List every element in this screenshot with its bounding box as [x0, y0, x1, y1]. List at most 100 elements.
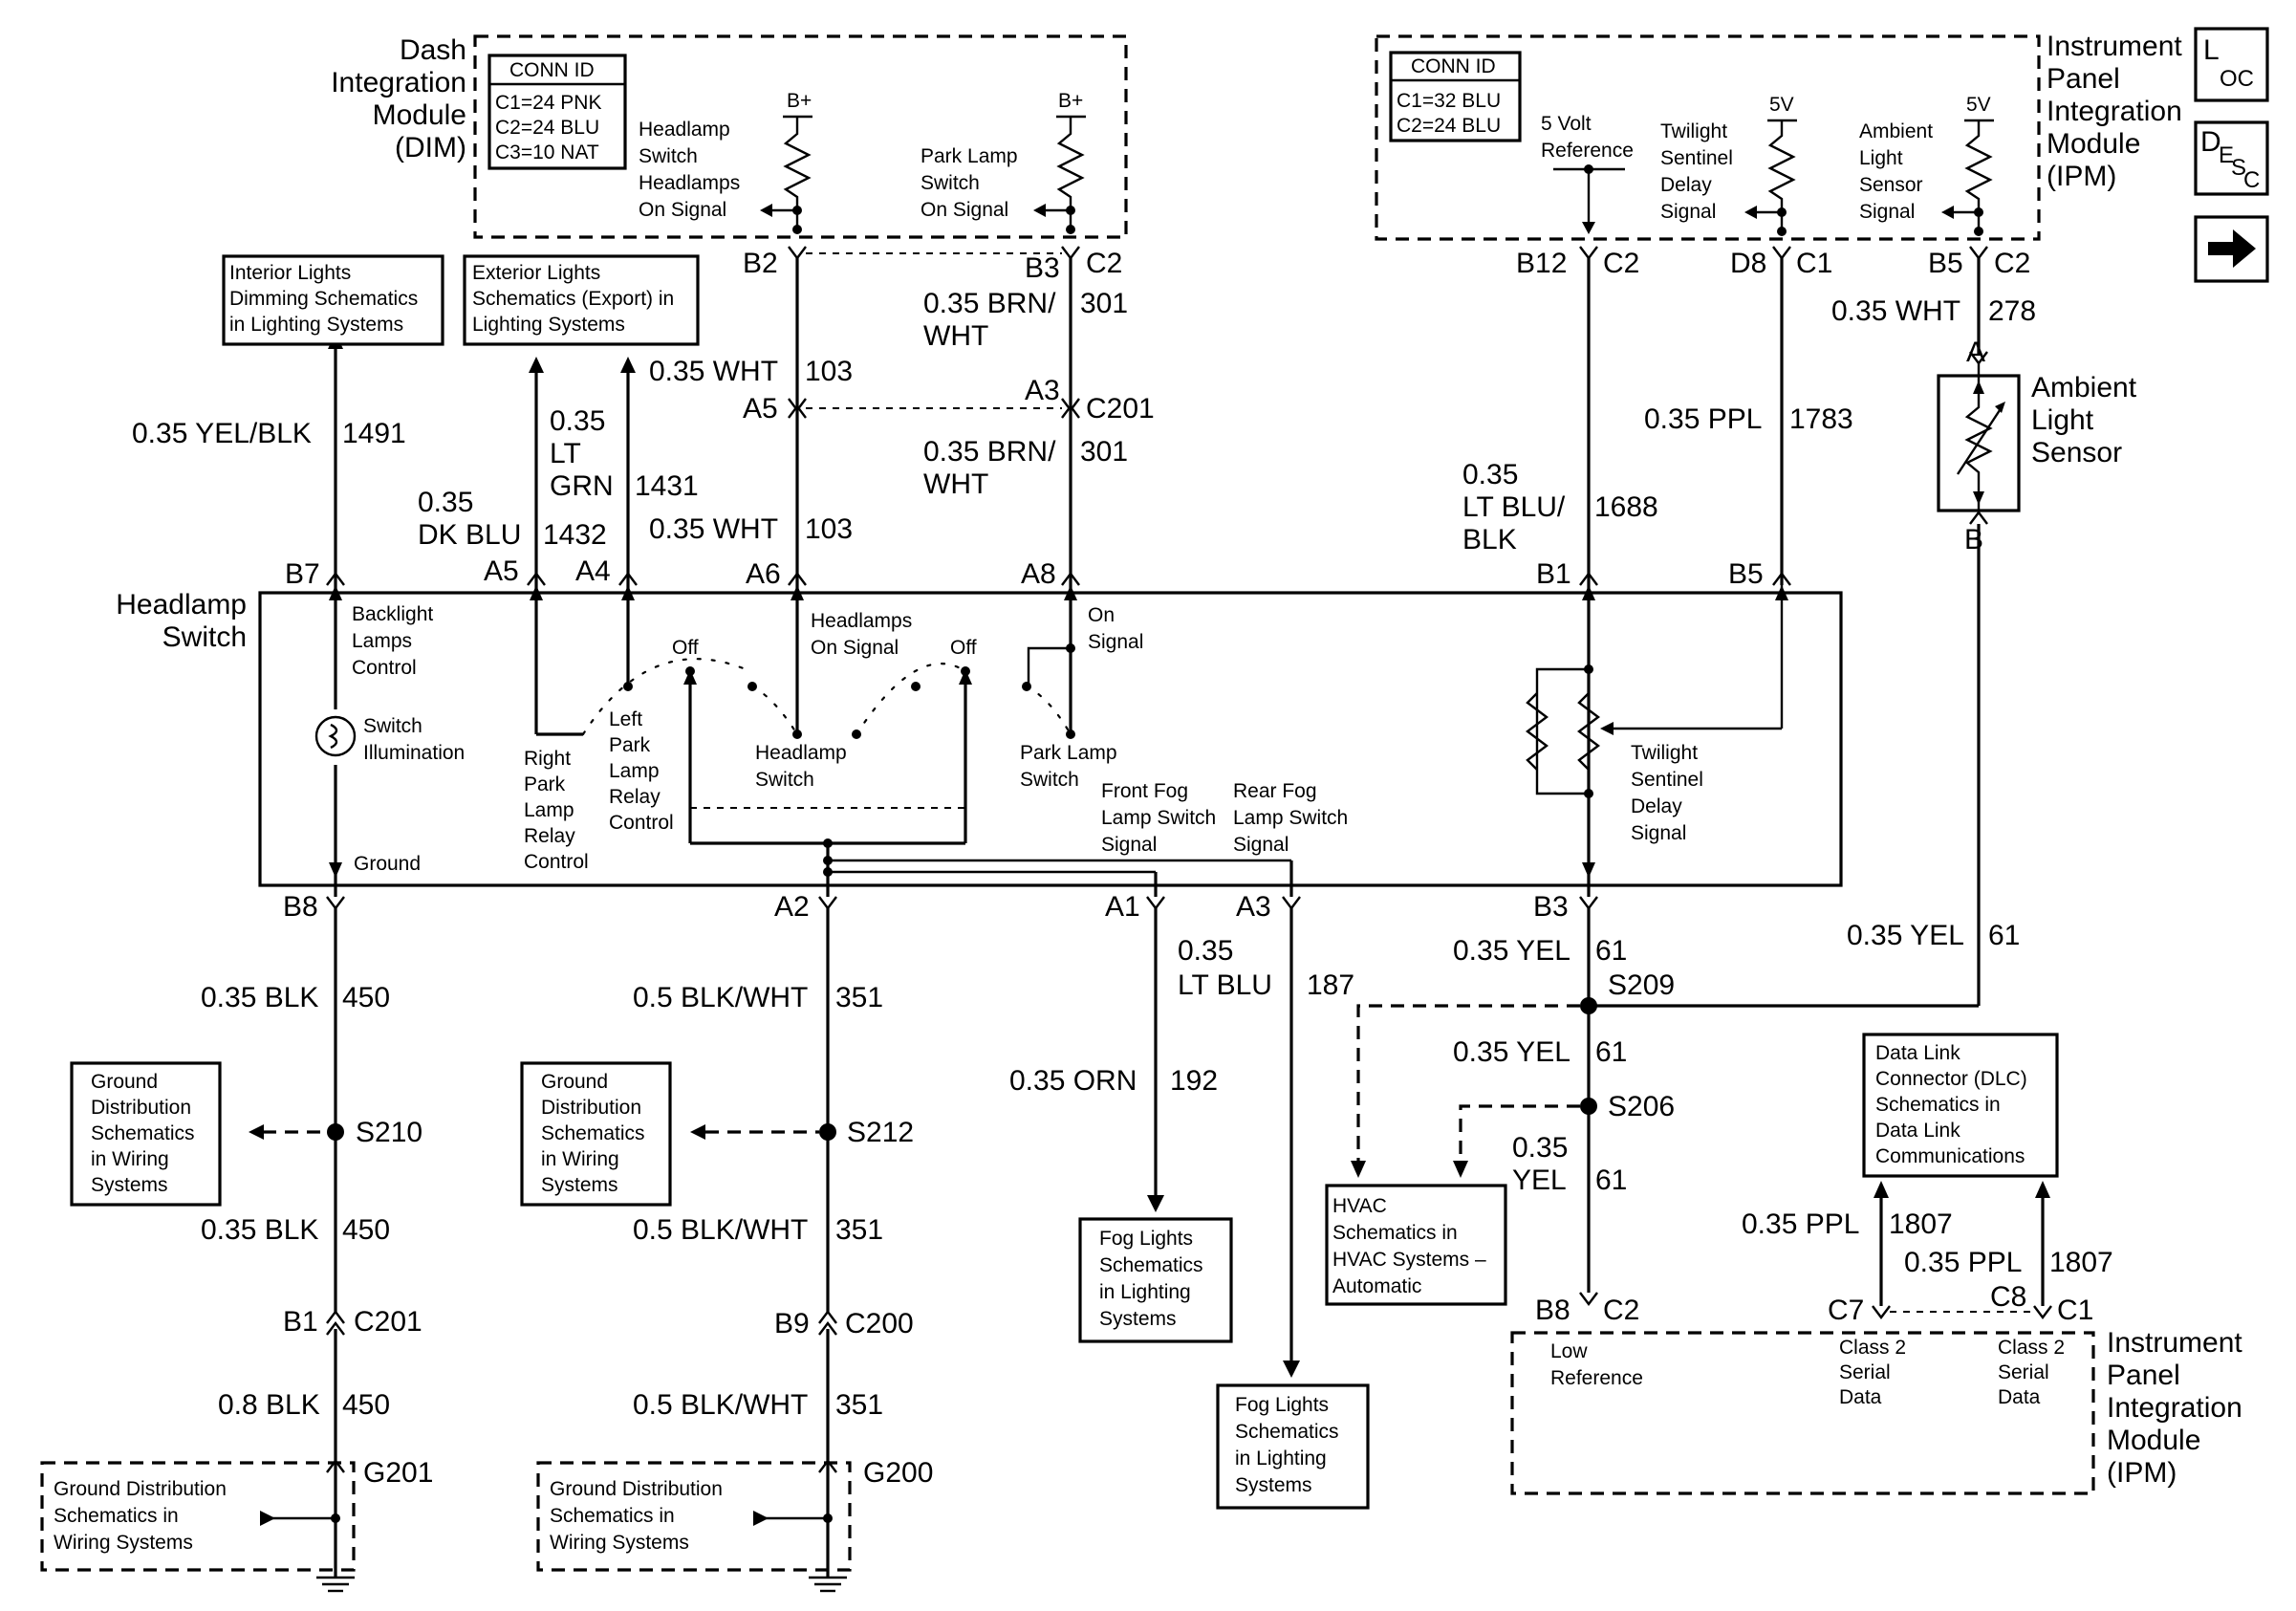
sw-left-park-2: Park — [609, 734, 651, 756]
ref-gnd-s210-1: Ground — [91, 1071, 158, 1093]
ipm-low-ref-2: Reference — [1550, 1367, 1643, 1389]
ref-ground-s210[interactable]: Ground Distribution Schematics in Wiring… — [70, 1061, 222, 1207]
dim-conn-title: CONN ID — [509, 59, 595, 81]
sw-off-2: Off — [950, 637, 977, 659]
ref-fog-lights-1[interactable]: Fog Lights Schematics in Lighting System… — [1078, 1217, 1233, 1343]
wire-ltblublk-3: BLK — [1462, 524, 1517, 555]
ref-exterior-2: Schematics (Export) in — [472, 288, 674, 310]
wire-blk450-2: 0.35 BLK — [201, 1214, 318, 1246]
ref-ground-g200[interactable]: Ground Distribution Schematics in Wiring… — [550, 1478, 723, 1554]
ground-circuit-s212: S212 0.5 BLK/WHT 351 0.5 BLK/WHT 351 B9 … — [536, 908, 933, 1593]
ref-ground-g201[interactable]: Ground Distribution Schematics in Wiring… — [54, 1478, 227, 1554]
wire-61-1: 61 — [1595, 935, 1627, 967]
ipm-class2a-1: Class 2 — [1839, 1337, 1906, 1359]
wire-ltblublk-1: 0.35 — [1462, 459, 1518, 490]
splice-s206: S206 — [1608, 1091, 1675, 1122]
sw-front-fog-2: Lamp Switch — [1101, 807, 1216, 829]
wire-ltgrn-2: LT — [550, 438, 581, 469]
pin-c8: C8 — [1990, 1281, 2026, 1313]
pin-b3-dim: B3 — [1025, 252, 1060, 284]
sw-headlamps-on-1: Headlamps — [811, 610, 912, 632]
ipm-conn-title: CONN ID — [1411, 55, 1496, 77]
connector-c200: C200 — [845, 1308, 914, 1339]
ipm-5vref-1: 5 Volt — [1541, 113, 1592, 135]
top-wires: 0.35 BRN/ WHT 301 0.35 WHT 103 0.35 BRN/… — [132, 258, 2036, 1006]
wire-ppl1807-1: 0.35 PPL — [1742, 1208, 1859, 1240]
ipm-bottom-name-1: Instrument — [2107, 1327, 2242, 1359]
ref-gnd-s210-4: in Wiring — [91, 1148, 169, 1170]
wire-450-1: 450 — [342, 982, 390, 1013]
wire-brnwht-2b: WHT — [923, 468, 988, 500]
arrow-right-icon — [2208, 229, 2256, 268]
ambient-name-3: Sensor — [2031, 437, 2122, 468]
dim-module: Dash Integration Module (DIM) CONN ID C1… — [331, 34, 1128, 239]
wire-61-amb: 61 — [1988, 920, 2020, 951]
v5-label-2: 5V — [1966, 94, 1991, 116]
ipm-ambient-1: Ambient — [1859, 120, 1933, 142]
wire-orn: 0.35 ORN — [1009, 1065, 1137, 1097]
wire-351-2: 351 — [835, 1214, 883, 1246]
wire-yel61b-1: 0.35 — [1512, 1132, 1568, 1164]
ipm-top-name-4: Module — [2047, 128, 2140, 160]
wire-ltgrn-1: 0.35 — [550, 405, 605, 437]
ambient-name-1: Ambient — [2031, 372, 2137, 403]
pin-b12: B12 — [1516, 248, 1567, 279]
wire-450-2: 450 — [342, 1214, 390, 1246]
wire-wht103-1: 0.35 WHT — [649, 356, 778, 387]
ref-dlc-3: Schematics in — [1875, 1094, 2001, 1116]
loc-button[interactable]: L OC — [2194, 27, 2269, 102]
dim-headlamp-sig-3: Headlamps — [639, 172, 740, 194]
ref-dlc-2: Connector (DLC) — [1875, 1068, 2027, 1090]
ref-dlc-4: Data Link — [1875, 1120, 1960, 1142]
ref-exterior-lights[interactable]: Exterior Lights Schematics (Export) in L… — [463, 254, 700, 346]
sw-headlamps-on-2: On Signal — [811, 637, 899, 659]
ref-fog1-3: in Lighting — [1099, 1281, 1191, 1303]
ref-interior-lights[interactable]: Interior Lights Dimming Schematics in Li… — [222, 254, 444, 346]
ref-gnd-s210-2: Distribution — [91, 1097, 191, 1119]
pin-c1-bottom: C1 — [2057, 1295, 2093, 1326]
pin-a3-c201: A3 — [1025, 375, 1060, 406]
wire-1807-2: 1807 — [2049, 1247, 2113, 1278]
sw-headlamp-sw-2: Switch — [755, 769, 814, 791]
dim-headlamp-sig-1: Headlamp — [639, 119, 730, 141]
wire-103-1: 103 — [805, 356, 853, 387]
ref-fog-lights-2[interactable]: Fog Lights Schematics in Lighting System… — [1216, 1383, 1370, 1510]
ipm-bottom-module: Instrument Panel Integration Module (IPM… — [1510, 1327, 2242, 1495]
pin-a3-sw: A3 — [1236, 891, 1271, 923]
ref-ground-s212[interactable]: Ground Distribution Schematics in Wiring… — [520, 1061, 672, 1207]
desc-button[interactable]: D E S C — [2194, 120, 2269, 196]
ref-gnd-g201-1: Ground Distribution — [54, 1478, 227, 1500]
ref-exterior-1: Exterior Lights — [472, 262, 600, 284]
ipm-bottom-name-5: (IPM) — [2107, 1457, 2177, 1489]
ref-gnd-s212-5: Systems — [541, 1174, 618, 1196]
sw-left-park-4: Relay — [609, 786, 661, 808]
ref-gnd-s212-2: Distribution — [541, 1097, 641, 1119]
wire-ltblu187-2: LT BLU — [1178, 969, 1272, 1001]
sw-right-park-4: Relay — [524, 825, 575, 847]
wire-ppl1807-2: 0.35 PPL — [1904, 1247, 2022, 1278]
ref-fog1-4: Systems — [1099, 1308, 1177, 1330]
wire-1688: 1688 — [1594, 491, 1658, 523]
pin-a2: A2 — [774, 891, 810, 923]
pin-b-sensor: B — [1964, 524, 1983, 555]
ref-dlc[interactable]: Data Link Connector (DLC) Schematics in … — [1862, 1033, 2059, 1178]
headlamp-switch-name-1: Headlamp — [116, 589, 247, 620]
ref-interior-2: Dimming Schematics — [229, 288, 418, 310]
sw-backlight-3: Control — [352, 657, 417, 679]
ipm-conn-line2: C2=24 BLU — [1397, 115, 1501, 137]
wire-ltblu187-1: 0.35 — [1178, 935, 1233, 967]
ref-gnd-g200-3: Wiring Systems — [550, 1532, 689, 1554]
pin-c2-dim: C2 — [1086, 248, 1122, 279]
ref-interior-1: Interior Lights — [229, 262, 351, 284]
pin-b7: B7 — [285, 558, 320, 590]
next-arrow-button[interactable] — [2194, 215, 2269, 283]
ref-hvac[interactable]: HVAC Schematics in HVAC Systems – Automa… — [1325, 1184, 1507, 1306]
ipm-twilight-2: Sentinel — [1660, 147, 1733, 169]
wire-278: 278 — [1988, 295, 2036, 327]
wire-1491: 1491 — [342, 418, 406, 449]
ref-hvac-3: HVAC Systems – — [1332, 1249, 1486, 1271]
sw-backlight-2: Lamps — [352, 630, 412, 652]
headlamp-switch-name-2: Switch — [162, 621, 247, 653]
ipm-conn-line1: C1=32 BLU — [1397, 90, 1501, 112]
ref-gnd-s212-4: in Wiring — [541, 1148, 619, 1170]
